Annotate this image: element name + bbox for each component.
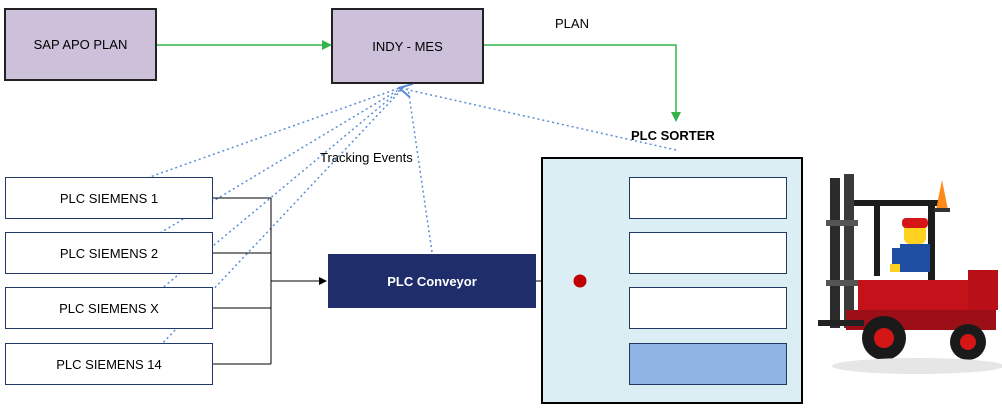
plc-siemens-1-label: PLC SIEMENS 1 [59, 190, 159, 206]
forklift-image [818, 174, 1002, 374]
plc-siemens-14-node: PLC SIEMENS 14 [5, 343, 213, 385]
plc-siemens-1-node: PLC SIEMENS 1 [5, 177, 213, 219]
sorter-junction-dot [573, 274, 587, 288]
indy-mes-node: INDY - MES [331, 8, 484, 84]
plc-sorter-label: PLC SORTER [631, 128, 715, 143]
tracking-events-label: Tracking Events [320, 150, 413, 165]
plan-label: PLAN [555, 16, 589, 31]
sorter-slot-4 [629, 343, 787, 385]
plc-conveyor-node: PLC Conveyor [328, 254, 536, 308]
sorter-slot-2 [629, 232, 787, 274]
sap-apo-plan-label: SAP APO PLAN [33, 37, 128, 52]
sap-apo-plan-node: SAP APO PLAN [4, 8, 157, 81]
plc-siemens-2-label: PLC SIEMENS 2 [59, 245, 159, 261]
plc-siemens-x-node: PLC SIEMENS X [5, 287, 213, 329]
plc-conveyor-label: PLC Conveyor [387, 273, 477, 289]
sorter-slot-3 [629, 287, 787, 329]
plc-siemens-2-node: PLC SIEMENS 2 [5, 232, 213, 274]
plan-flow-arrows [157, 40, 681, 122]
tracking-event-arrows [146, 86, 677, 347]
plc-siemens-x-label: PLC SIEMENS X [59, 300, 159, 316]
plc-siemens-14-label: PLC SIEMENS 14 [56, 356, 162, 372]
sorter-slot-1 [629, 177, 787, 219]
indy-mes-label: INDY - MES [372, 38, 443, 54]
